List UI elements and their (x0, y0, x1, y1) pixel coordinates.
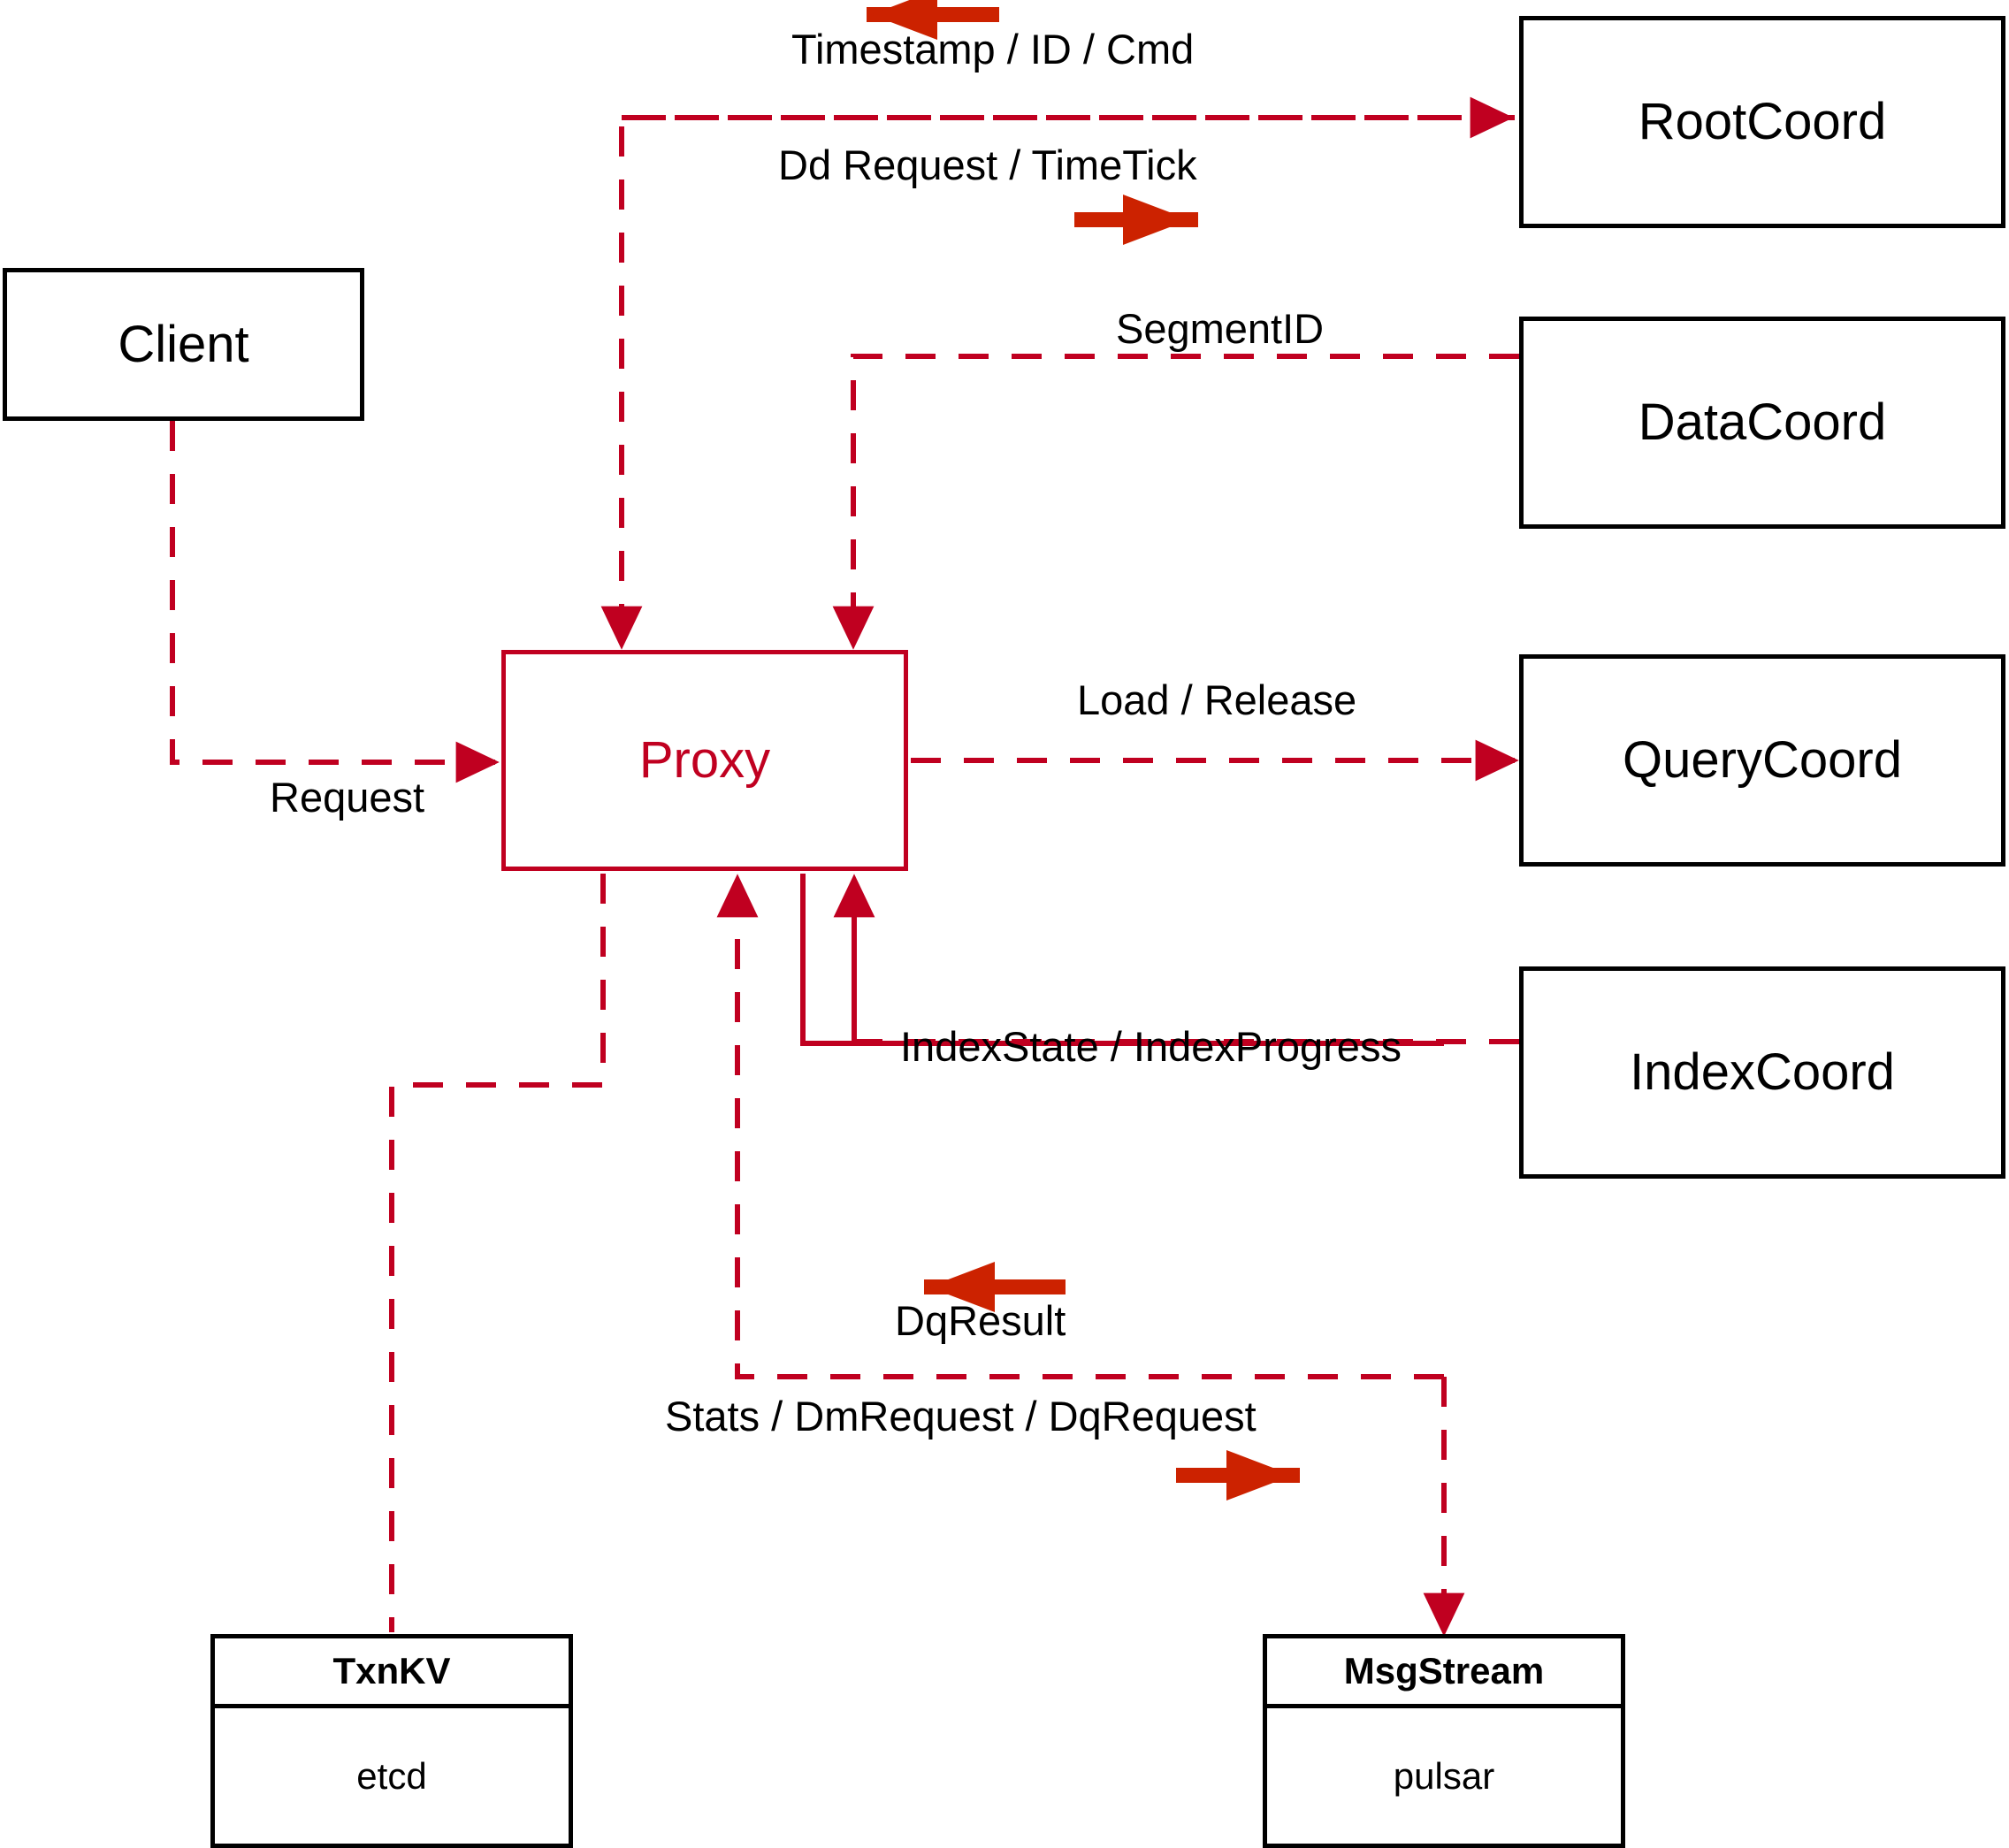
node-datacoord[interactable]: DataCoord (1519, 317, 2005, 529)
node-txnkv-body: etcd (356, 1754, 427, 1797)
node-querycoord[interactable]: QueryCoord (1519, 654, 2005, 867)
caption-indexcoord-state: IndexState / IndexProgress (900, 1026, 1402, 1067)
node-indexcoord-label: IndexCoord (1630, 1043, 1895, 1101)
node-proxy-label: Proxy (638, 731, 771, 789)
caption-msgstream-result-text: DqResult (895, 1297, 1066, 1344)
node-msgstream-body: pulsar (1393, 1754, 1495, 1797)
node-indexcoord[interactable]: IndexCoord (1519, 966, 2005, 1179)
edge-datacoord-segmentid (832, 354, 1519, 650)
caption-indexcoord-state-text: IndexState / IndexProgress (900, 1023, 1402, 1070)
caption-msgstream-request-text: Stats / DmRequest / DqRequest (665, 1393, 1257, 1439)
node-client-label: Client (118, 315, 249, 373)
caption-querycoord-load-text: Load / Release (1077, 676, 1357, 723)
edge-txnkv (389, 874, 606, 1632)
caption-client-request-text: Request (270, 774, 425, 821)
node-rootcoord[interactable]: RootCoord (1519, 16, 2005, 228)
edge-indexcoord-state (833, 874, 1519, 1044)
arrow-left-timestamp (867, 0, 999, 40)
arrow-right-dqrequest (1176, 1450, 1300, 1501)
direction-arrow-glyphs (867, 0, 1300, 1501)
edge-msgstream-out (800, 874, 1444, 1046)
caption-rootcoord-request: Dd Request / TimeTick (778, 144, 1197, 186)
node-txnkv[interactable]: TxnKV etcd (210, 1634, 573, 1848)
caption-rootcoord-request-text: Dd Request / TimeTick (778, 141, 1197, 188)
node-client[interactable]: Client (3, 268, 364, 421)
node-datacoord-label: DataCoord (1638, 393, 1887, 451)
edge-client-request (170, 421, 500, 783)
caption-msgstream-request: Stats / DmRequest / DqRequest (665, 1395, 1257, 1437)
node-msgstream-header: MsgStream (1267, 1638, 1621, 1708)
caption-querycoord-load: Load / Release (1077, 679, 1356, 721)
node-querycoord-label: QueryCoord (1623, 731, 1902, 789)
node-txnkv-header: TxnKV (215, 1638, 569, 1708)
edge-msgstream-result (716, 874, 1444, 1379)
caption-msgstream-result: DqResult (895, 1300, 1066, 1341)
arrow-right-ddrequest (1074, 195, 1198, 245)
caption-datacoord-segmentid: SegmentID (1116, 308, 1324, 349)
node-msgstream[interactable]: MsgStream pulsar (1263, 1634, 1625, 1848)
edge-rootcoord-out (600, 115, 1515, 650)
caption-rootcoord-response: Timestamp / ID / Cmd (791, 28, 1194, 70)
caption-rootcoord-response-text: Timestamp / ID / Cmd (791, 26, 1195, 73)
node-proxy[interactable]: Proxy (501, 650, 908, 871)
arrow-left-dqresult (924, 1262, 1066, 1312)
node-rootcoord-label: RootCoord (1638, 93, 1887, 150)
caption-datacoord-segmentid-text: SegmentID (1116, 305, 1325, 352)
caption-client-request: Request (270, 776, 424, 818)
